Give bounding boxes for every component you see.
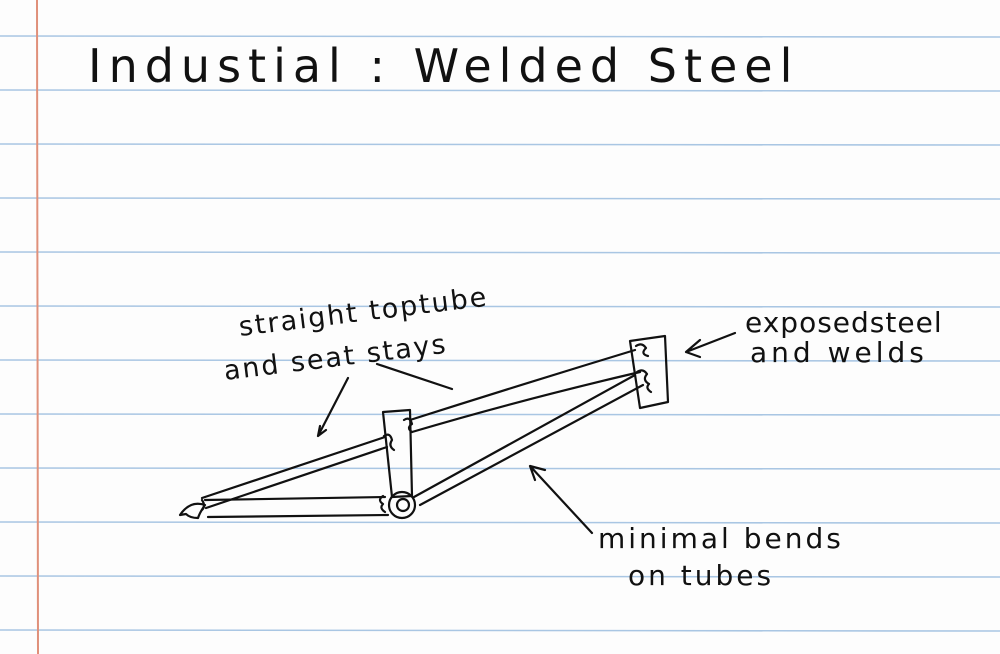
chain-stay — [203, 495, 390, 519]
seat-tube — [381, 408, 414, 499]
page-title: Industial : Welded Steel — [88, 39, 799, 93]
seat-stay — [200, 435, 389, 510]
ruled-line — [0, 89, 1000, 92]
ruled-line — [0, 35, 1000, 38]
down-tube — [412, 373, 645, 507]
bottom-bracket-inner — [395, 497, 411, 513]
annotation-bends-line2: on tubes — [628, 559, 774, 592]
arrow-top-tube — [375, 362, 454, 391]
ruled-line — [0, 521, 1000, 524]
ruled-line — [0, 251, 1000, 254]
arrow-bends — [528, 464, 594, 535]
bike-frame-sketch — [178, 334, 670, 520]
ruled-line — [0, 359, 1000, 362]
top-tube — [408, 348, 642, 434]
ruled-line — [0, 305, 1000, 308]
margin-line — [36, 0, 39, 654]
annotation-arrows — [316, 331, 737, 535]
annotation-top-tube-line1: straight toptube — [237, 282, 490, 343]
ruled-line — [0, 467, 1000, 470]
arrow-seat-stays — [316, 376, 350, 438]
ruled-line — [0, 143, 1000, 146]
ruled-line — [0, 629, 1000, 632]
annotation-bends-line1: minimal bends — [598, 522, 844, 555]
head-tube — [628, 334, 670, 410]
ruled-line — [0, 197, 1000, 200]
annotation-welds-line2: and welds — [750, 336, 928, 369]
arrow-welds — [684, 331, 737, 359]
annotation-welds-line1: exposedsteel — [745, 306, 943, 339]
dropout — [178, 502, 207, 520]
weld-marks — [200, 343, 653, 514]
ruled-lines — [0, 35, 1000, 632]
ruled-line — [0, 413, 1000, 416]
bottom-bracket — [387, 490, 417, 520]
ruled-line — [0, 575, 1000, 578]
